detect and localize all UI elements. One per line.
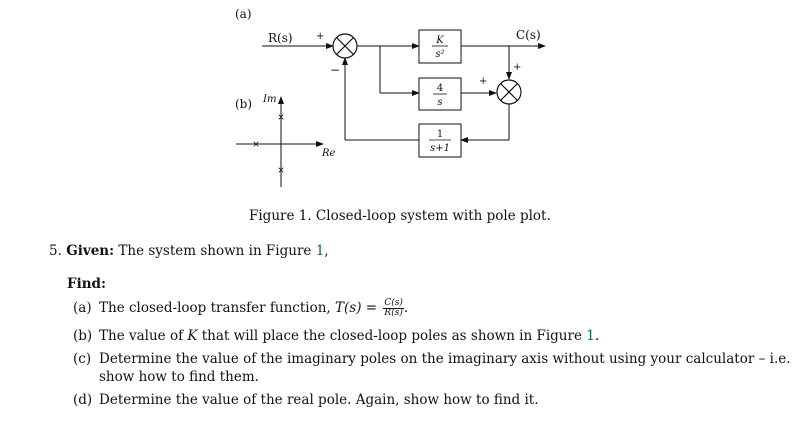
item-d-text: Determine the value of the real pole. Ag… <box>99 392 539 408</box>
fraction-numerator: C(s) <box>383 298 404 309</box>
given-label: Given: <box>66 243 115 259</box>
find-item-c: (c) Determine the value of the imaginary … <box>73 350 791 386</box>
item-d-label: (d) <box>73 392 93 408</box>
item-a-text: The closed-loop transfer function, <box>99 300 335 316</box>
block-1-over-s-plus-1 <box>418 123 462 158</box>
summing-junction-2 <box>496 79 522 105</box>
block2-numerator: 4 <box>437 83 443 94</box>
find-item-d: (d) Determine the value of the real pole.… <box>73 391 539 409</box>
pole-plot: Im Re × × × <box>236 94 336 187</box>
block3-numerator: 1 <box>437 129 443 140</box>
problem-statement: 5. Given: The system shown in Figure 1, <box>49 243 329 259</box>
sum2-plus-top: + <box>513 62 521 73</box>
item-b-var: K <box>187 328 198 344</box>
block1-denominator: s² <box>435 49 444 60</box>
item-a-label: (a) <box>73 300 92 316</box>
item-a-math: T(s) = <box>335 300 382 316</box>
given-end: , <box>324 243 329 259</box>
find-item-a: (a) The closed-loop transfer function, T(… <box>73 299 408 318</box>
given-text: The system shown in Figure <box>114 243 316 259</box>
item-c-text: Determine the value of the imaginary pol… <box>99 351 791 367</box>
output-label: C(s) <box>516 28 541 42</box>
part-a-label: (a) <box>235 7 252 21</box>
problem-number: 5. <box>49 243 62 259</box>
figure-caption: Figure 1. Closed-loop system with pole p… <box>249 208 551 224</box>
block-diagram-figure: (a) (b) R(s) + − K s² 4 s 1 s+1 <box>235 7 546 187</box>
real-axis-label: Re <box>321 148 336 159</box>
block1-numerator: K <box>435 35 444 46</box>
pole-real: × <box>252 140 260 150</box>
block3-denominator: s+1 <box>430 143 450 154</box>
transfer-fraction: C(s)R(s) <box>383 299 404 318</box>
block2-denominator: s <box>437 97 442 108</box>
item-b-text: The value of <box>99 328 188 344</box>
item-c-label: (c) <box>73 351 92 367</box>
pole-imag-upper: × <box>277 113 285 123</box>
pole-imag-lower: × <box>277 166 285 176</box>
fraction-denominator: R(s) <box>384 308 403 318</box>
part-b-label: (b) <box>235 97 252 111</box>
item-c-line2: show how to find them. <box>99 369 259 385</box>
find-item-b: (b) The value of K that will place the cl… <box>73 327 599 345</box>
item-a-end: . <box>403 300 409 316</box>
input-label: R(s) <box>268 31 293 45</box>
sum2-plus-left: + <box>479 76 487 87</box>
summing-junction-1 <box>332 33 358 59</box>
imaginary-axis-label: Im <box>262 94 276 105</box>
item-b-text2: that will place the closed-loop poles as… <box>197 328 587 344</box>
sum1-minus-sign: − <box>330 63 340 77</box>
item-b-figure-link[interactable]: 1 <box>586 328 595 344</box>
item-b-label: (b) <box>73 328 93 344</box>
figure-reference-link[interactable]: 1 <box>315 243 325 259</box>
item-b-end: . <box>594 328 600 344</box>
find-label: Find: <box>67 276 106 292</box>
sum1-plus-sign: + <box>316 31 324 42</box>
